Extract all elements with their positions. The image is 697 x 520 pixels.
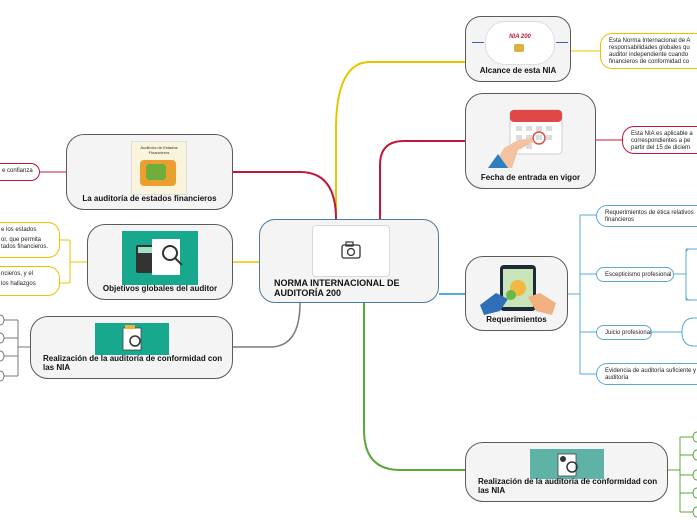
leaf-line: e confianza (2, 168, 33, 174)
leaf-objetivos-2[interactable]: ncieros, y el los hallazgos (0, 266, 60, 296)
topic-label: Realización de la auditoría de conformid… (43, 354, 223, 372)
leaf-line: Esta NIA es aplicable a (631, 131, 693, 137)
leaf-fecha[interactable]: Esta NIA es aplicable a correspondientes… (622, 126, 697, 154)
tablet-hands-icon (480, 265, 556, 315)
topic-label: Objetivos globales del auditor (102, 284, 218, 293)
image-caption: Financieros (148, 150, 170, 155)
gavel-icon (514, 44, 524, 52)
topic-label: La auditoría de estados financieros (82, 194, 217, 203)
topic-realizacion-left[interactable]: Realización de la auditoría de conformid… (30, 316, 233, 379)
topic-auditoria-estados[interactable]: Auditoría de Estados Financieros La audi… (66, 134, 233, 210)
calendar-icon (488, 109, 563, 168)
image-caption: Auditoría de Estados (140, 145, 178, 150)
audit-book-image: Auditoría de Estados Financieros (131, 141, 187, 195)
leaf-line: financieros (605, 217, 635, 223)
leaf-line: responsabilidades globales qu (609, 45, 690, 51)
nia-200-logo: NIA 200 (472, 21, 568, 65)
leaf-line: Evidencia de auditoría suficiente y (605, 368, 697, 374)
leaf-line: los hallazgos (1, 281, 36, 287)
topic-label: Fecha de entrada en vigor (480, 173, 581, 182)
topic-fecha[interactable]: Fecha de entrada en vigor (465, 93, 596, 189)
topic-label: Realización de la auditoría de conformid… (478, 477, 658, 495)
leaf-line: ncieros, y el (1, 271, 34, 277)
leaf-line: auditoría (605, 375, 629, 381)
topic-label: Requerimientos (486, 315, 547, 324)
nia-badge-text: NIA 200 (509, 34, 531, 40)
leaf-auditoria[interactable]: e confianza (0, 163, 40, 181)
leaf-line: Juicio profesional (605, 330, 652, 336)
sub-juicio[interactable]: Juicio profesional (596, 325, 652, 340)
topic-requerimientos[interactable]: Requerimientos (465, 256, 568, 331)
leaf-line: correspondientes a pe (631, 138, 691, 144)
sub-evidencia[interactable]: Evidencia de auditoría suficiente y audi… (596, 363, 697, 385)
leaf-line: partir del 15 de diciem (631, 145, 691, 151)
central-topic-title: NORMA INTERNACIONAL DE AUDITORÍA 200 (274, 278, 400, 298)
sub-escepticismo[interactable]: Escepticismo profesional (596, 267, 674, 282)
topic-realizacion-right[interactable]: Realización de la auditoría de conformid… (465, 442, 668, 502)
leaf-line: tados financieros. (1, 244, 49, 250)
auditor-illustration (95, 323, 169, 355)
sub-etica[interactable]: Requerimientos de ética relativos financ… (596, 205, 697, 227)
leaf-line: or, que permita (1, 237, 42, 243)
central-topic[interactable]: NORMA INTERNACIONAL DE AUDITORÍA 200 (259, 219, 439, 303)
leaf-line: auditor independiente cuando (609, 52, 689, 58)
topic-alcance[interactable]: NIA 200 Alcance de esta NIA (465, 16, 571, 82)
image-placeholder (312, 225, 390, 277)
topic-objetivos[interactable]: Objetivos globales del auditor (87, 224, 233, 300)
leaf-line: Requerimientos de ética relativos (605, 210, 694, 216)
calculator-magnifier-icon (122, 231, 198, 285)
leaf-objetivos-1[interactable]: e los estados or, que permita tados fina… (0, 222, 60, 258)
topic-label: Alcance de esta NIA (479, 66, 557, 75)
leaf-line: Escepticismo profesional (605, 272, 672, 278)
leaf-line: financieros de conformidad co (609, 59, 690, 65)
camera-icon (341, 241, 361, 259)
leaf-alcance[interactable]: Esta Norma Internacional de A responsabi… (600, 33, 697, 69)
leaf-line: Esta Norma Internacional de A (609, 38, 691, 44)
leaf-line: e los estados (1, 227, 37, 233)
auditor-illustration (530, 449, 604, 479)
